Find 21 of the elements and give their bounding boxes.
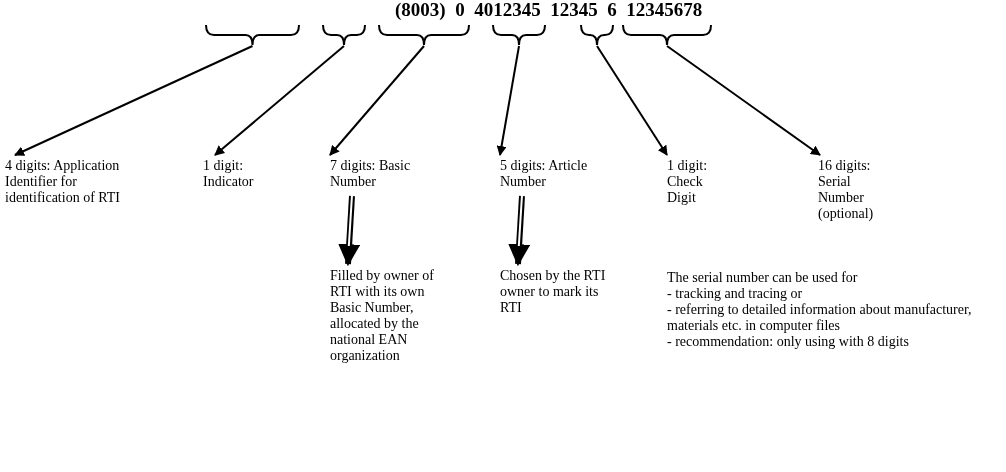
description-text: Chosen by the RTI owner to mark its RTI: [500, 268, 607, 316]
description-text: 7 digits: Basic Number: [330, 158, 412, 190]
description-text: 1 digit: Check Digit: [667, 158, 709, 206]
note-text: - recommendation: only using with 8 digits: [667, 334, 910, 350]
arrow: [214, 45, 345, 156]
arrow: [496, 45, 520, 156]
arrow: [596, 45, 668, 156]
note-text: - tracking and tracing or: [667, 286, 804, 302]
description-text: 4 digits: Application Identifier for identification of RTI: [5, 158, 121, 206]
double-arrow: [338, 194, 361, 267]
note-text: - referring to detailed information about manufacturer, materials etc. in computer files: [667, 302, 973, 334]
code-number: (8003) 0 4012345 12345 6 12345678: [395, 2, 703, 18]
arrow: [329, 45, 425, 156]
note-text: The serial number can be used for: [667, 270, 859, 286]
description-text: 1 digit: Indicator: [203, 158, 255, 190]
description-text: Filled by owner of RTI with its own Basic Number, allocated by the national EAN organization: [330, 268, 435, 364]
arrow: [14, 45, 254, 156]
double-arrow: [508, 194, 531, 267]
description-text: 16 digits: Serial Number (optional): [818, 158, 875, 222]
description-text: 5 digits: Article Number: [500, 158, 589, 190]
arrow: [666, 45, 821, 156]
